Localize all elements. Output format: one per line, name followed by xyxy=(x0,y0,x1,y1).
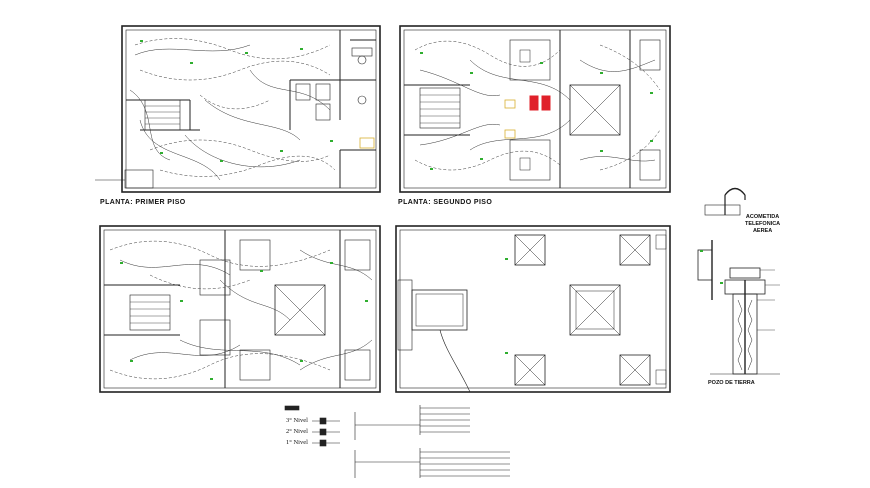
outlet-marker xyxy=(700,250,703,252)
label-telephone-line-2: TELEFONICA xyxy=(745,221,781,227)
riser-schematic xyxy=(284,405,510,478)
riser-level-1: 1° Nivel xyxy=(286,439,308,446)
outlet-marker xyxy=(260,270,263,272)
outlet-marker xyxy=(330,140,333,142)
riser-level-3: 3° Nivel xyxy=(286,417,308,424)
plan-title-second-floor: PLANTA: SEGUNDO PISO xyxy=(398,199,493,206)
plan-roof xyxy=(395,225,671,393)
label-telephone-line-3: AEREA xyxy=(752,228,773,234)
outlet-marker xyxy=(130,360,133,362)
outlet-marker xyxy=(505,258,508,260)
outlet-marker xyxy=(245,52,248,54)
outlet-marker xyxy=(140,40,143,42)
outlet-marker xyxy=(160,152,163,154)
detail-ground-well xyxy=(697,187,780,375)
outlet-marker xyxy=(430,168,433,170)
outlet-marker xyxy=(650,140,653,142)
outlet-marker xyxy=(720,282,723,284)
label-telephone-line-1: ACOMETIDA xyxy=(745,214,780,220)
outlet-marker xyxy=(120,262,123,264)
outlet-marker xyxy=(190,62,193,64)
outlet-marker xyxy=(220,160,223,162)
outlet-marker xyxy=(480,158,483,160)
outlet-marker xyxy=(300,48,303,50)
outlet-markers xyxy=(120,40,723,380)
outlet-marker xyxy=(470,72,473,74)
outlet-marker xyxy=(420,52,423,54)
outlet-marker xyxy=(505,352,508,354)
outlet-marker xyxy=(365,300,368,302)
label-ground-well: POZO DE TIERRA xyxy=(708,380,755,386)
riser-level-2: 2° Nivel xyxy=(286,428,308,435)
outlet-marker xyxy=(330,262,333,264)
outlet-marker xyxy=(180,300,183,302)
outlet-marker xyxy=(600,150,603,152)
outlet-marker xyxy=(300,360,303,362)
plan-third-floor xyxy=(99,225,381,393)
outlet-marker xyxy=(540,62,543,64)
outlet-marker xyxy=(280,150,283,152)
plan-title-first-floor: PLANTA: PRIMER PISO xyxy=(100,199,186,206)
outlet-marker xyxy=(650,92,653,94)
label-telephone-line: ACOMETIDA TELEFONICA AEREA xyxy=(745,214,780,235)
plan-second-floor xyxy=(399,25,671,193)
plan-first-floor xyxy=(95,25,381,193)
outlet-marker xyxy=(600,72,603,74)
outlet-marker xyxy=(210,378,213,380)
